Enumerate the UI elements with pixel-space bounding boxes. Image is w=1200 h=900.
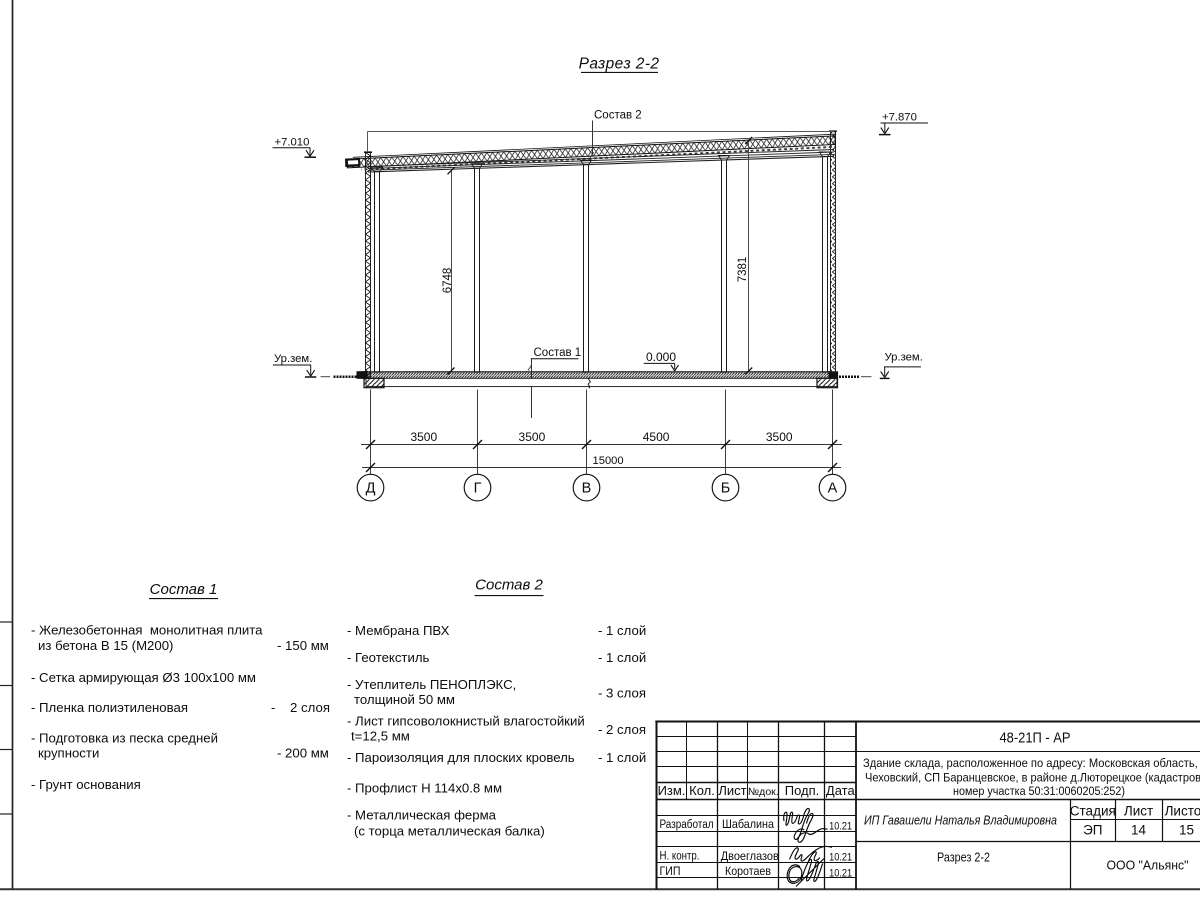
svg-text:Г: Г [474,481,482,497]
svg-text:+7.010: +7.010 [275,136,310,148]
svg-text:Изм.: Изм. [658,783,686,798]
svg-text:ГИП: ГИП [660,866,681,878]
svg-text:6748: 6748 [442,268,454,294]
svg-text:- Металлическая ферма: - Металлическая ферма [347,808,497,823]
svg-text:Ур.зем.: Ур.зем. [885,351,923,363]
svg-text:Листов: Листов [1165,804,1200,819]
svg-text:Состав 2: Состав 2 [475,577,543,594]
svg-text:10.21: 10.21 [829,867,852,879]
svg-text:ИП Гавашели Наталья Владимиров: ИП Гавашели Наталья Владимировна [864,813,1057,828]
svg-text:Разработал: Разработал [660,819,714,831]
svg-text:3500: 3500 [410,430,437,444]
svg-text:- 200 мм: - 200 мм [277,745,329,760]
svg-text:Здание склада, расположенное п: Здание склада, расположенное по адресу: … [863,756,1200,770]
svg-text:48-21П - АР: 48-21П - АР [1000,731,1071,747]
svg-text:из бетона В 15 (М200): из бетона В 15 (М200) [38,638,173,653]
svg-text:3500: 3500 [766,430,793,444]
svg-text:крупности: крупности [38,745,99,760]
svg-text:- Утеплитель ПЕНОПЛЭКС,: - Утеплитель ПЕНОПЛЭКС, [347,677,516,692]
svg-text:Разрез 2-2: Разрез 2-2 [937,850,990,865]
svg-text:толщиной 50 мм: толщиной 50 мм [354,692,455,707]
svg-text:- 2 слоя: - 2 слоя [271,700,330,715]
svg-text:Коротаев: Коротаев [725,864,771,878]
svg-text:ЭП: ЭП [1083,822,1102,837]
svg-text:Лист: Лист [1124,804,1153,819]
svg-text:15: 15 [1179,822,1194,837]
svg-text:Н. контр.: Н. контр. [660,851,700,863]
svg-text:10.21: 10.21 [829,852,852,864]
svg-text:- 1 слой: - 1 слой [598,650,646,665]
svg-text:- 150 мм: - 150 мм [277,638,329,653]
svg-text:- 2 слоя: - 2 слоя [598,722,646,737]
svg-text:Двоеглазов: Двоеглазов [721,849,779,863]
svg-text:Ур.зем.: Ур.зем. [274,353,312,365]
svg-text:14: 14 [1131,822,1147,837]
svg-text:- Геотекстиль: - Геотекстиль [347,650,430,665]
svg-text:4500: 4500 [643,430,670,444]
svg-text:ООО "Альянс": ООО "Альянс" [1107,859,1189,873]
svg-text:Кол.: Кол. [689,783,715,798]
svg-text:7381: 7381 [737,257,749,283]
svg-text:- Лист гипсоволокнистый влагос: - Лист гипсоволокнистый влагостойкий [347,714,585,729]
svg-text:Б: Б [721,481,731,497]
svg-text:- Железобетонная монолитная п: - Железобетонная монолитная плита [31,623,263,638]
svg-text:Д: Д [366,481,376,497]
svg-text:- 3 слоя: - 3 слоя [598,686,646,701]
svg-text:Состав 1: Состав 1 [150,581,218,598]
svg-text:- Пленка полиэтиленовая: - Пленка полиэтиленовая [31,700,188,715]
svg-text:номер участка 50:31:0060205:25: номер участка 50:31:0060205:252) [953,784,1125,798]
svg-text:3500: 3500 [519,430,546,444]
svg-text:В: В [582,481,592,497]
svg-text:10.21: 10.21 [829,821,852,833]
svg-text:- Грунт основания: - Грунт основания [31,777,141,792]
svg-text:Подп.: Подп. [785,783,820,798]
svg-text:- Пароизоляция для плоских кро: - Пароизоляция для плоских кровель [347,750,575,765]
svg-text:А: А [828,481,838,497]
svg-text:- Сетка армирующая Ø3 100х100: - Сетка армирующая Ø3 100х100 мм [31,670,256,685]
svg-text:15000: 15000 [593,455,624,467]
svg-text:Стадия: Стадия [1070,804,1116,819]
svg-text:Состав 1: Состав 1 [534,347,582,359]
svg-text:- Подготовка из песка средней: - Подготовка из песка средней [31,730,218,745]
svg-text:- Профлист Н 114х0.8 мм: - Профлист Н 114х0.8 мм [347,780,502,795]
svg-text:t=12,5 мм: t=12,5 мм [351,728,410,743]
svg-text:- Мембрана ПВХ: - Мембрана ПВХ [347,623,450,638]
svg-text:0.000: 0.000 [646,350,676,364]
svg-text:- 1 слой: - 1 слой [598,750,646,765]
svg-text:Шабалина: Шабалина [722,817,774,831]
svg-text:Дата: Дата [826,783,856,798]
svg-text:- 1 слой: - 1 слой [598,623,646,638]
svg-text:№док.: №док. [748,786,779,798]
svg-text:Состав 2: Состав 2 [594,110,642,122]
svg-text:Разрез 2-2: Разрез 2-2 [579,56,660,73]
svg-text:Чеховский, СП Баранцевское, в: Чеховский, СП Баранцевское, в районе д.Л… [865,770,1200,784]
svg-text:+7.870: +7.870 [882,112,917,124]
svg-text:(с торца металлическая балка): (с торца металлическая балка) [354,823,545,838]
svg-text:Лист: Лист [718,783,746,798]
